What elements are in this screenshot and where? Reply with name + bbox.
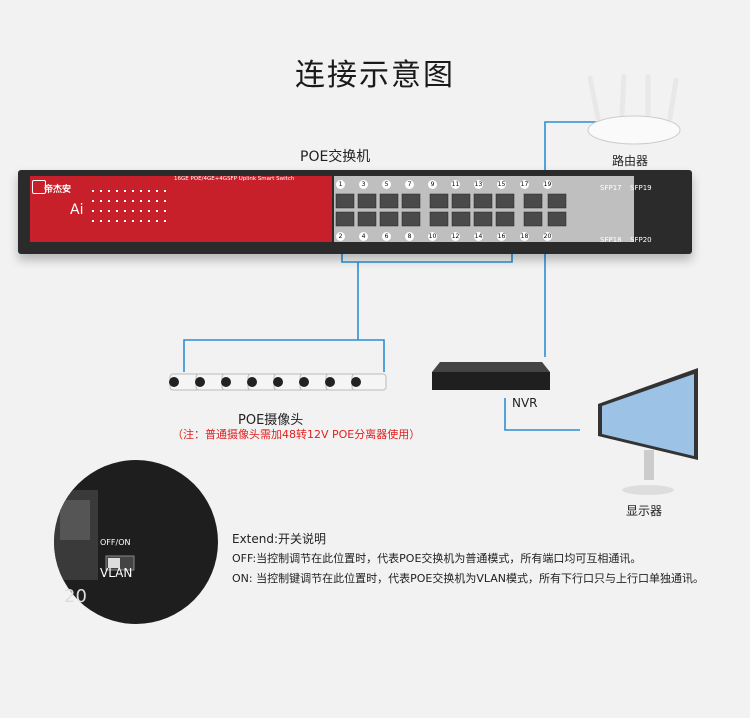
nvr-label: NVR xyxy=(512,396,538,410)
switch-brand: 帝杰安 xyxy=(44,185,72,195)
camera-label: POE摄像头 xyxy=(238,413,304,428)
port-number: 9 xyxy=(428,180,437,189)
port-number: 16 xyxy=(497,232,506,241)
port-number: 13 xyxy=(474,180,483,189)
camera-line xyxy=(183,240,513,372)
port-number: 17 xyxy=(520,180,529,189)
port-number: 4 xyxy=(359,232,368,241)
switch-left-panel xyxy=(30,176,332,242)
led-grid xyxy=(92,190,166,222)
page-title: 连接示意图 xyxy=(295,58,455,93)
port-number: 1 xyxy=(336,180,345,189)
port-number: 5 xyxy=(382,180,391,189)
nvr-icon xyxy=(432,362,550,390)
router-label: 路由器 xyxy=(612,154,649,168)
brand-logo-icon xyxy=(32,180,46,194)
switch-label: POE交换机 xyxy=(300,149,371,165)
port-number: 3 xyxy=(359,180,368,189)
sfp-label: SFP18 xyxy=(600,236,622,244)
port-number: 10 xyxy=(428,232,437,241)
sfp-label: SFP17 xyxy=(600,184,622,192)
camera-row xyxy=(169,373,387,391)
port-number: 11 xyxy=(451,180,460,189)
vlan-label: VLAN xyxy=(100,566,133,580)
port-number: 6 xyxy=(382,232,391,241)
monitor-line xyxy=(504,398,580,431)
zoom-port-number: 20 xyxy=(64,586,87,607)
zoom-port-detail xyxy=(54,490,135,580)
extend-off-text: OFF:当控制调节在此位置时，代表POE交换机为普通模式，所有端口均可互相通讯。 xyxy=(232,552,642,565)
poe-switch: 帝杰安 Ai 16GE POE/4GE+4GSFP Uplink Smart S… xyxy=(18,170,692,254)
rj45-ports xyxy=(335,193,567,227)
vlan-switch-zoom xyxy=(54,460,218,624)
monitor-icon xyxy=(598,368,698,495)
port-number: 7 xyxy=(405,180,414,189)
port-numbers-bottom: 2 4 6 8 10 12 14 16 18 20 xyxy=(336,232,552,241)
monitor-label: 显示器 xyxy=(626,504,663,518)
port-number: 18 xyxy=(520,232,529,241)
camera-note: （注：普通摄像头需加48转12V POE分离器使用） xyxy=(172,428,421,441)
port-number: 19 xyxy=(543,180,552,189)
port-number: 2 xyxy=(336,232,345,241)
port-number: 14 xyxy=(474,232,483,241)
port-number: 12 xyxy=(451,232,460,241)
vlan-off-on-label: OFF/ON xyxy=(100,538,131,547)
port-number: 20 xyxy=(543,232,552,241)
switch-model: Ai xyxy=(70,202,84,218)
port-number: 8 xyxy=(405,232,414,241)
extend-on-text: ON: 当控制键调节在此位置时，代表POE交换机为VLAN模式，所有下行口只与上… xyxy=(232,572,704,585)
extend-title: Extend:开关说明 xyxy=(232,532,327,546)
port-numbers-top: 1 3 5 7 9 11 13 15 17 19 xyxy=(336,180,552,189)
sfp-label: SFP19 xyxy=(630,184,652,192)
router-icon xyxy=(587,73,681,145)
port-number: 15 xyxy=(497,180,506,189)
switch-spec: 16GE POE/4GE+4GSFP Uplink Smart Switch xyxy=(174,176,295,182)
sfp-label: SFP20 xyxy=(630,236,652,244)
